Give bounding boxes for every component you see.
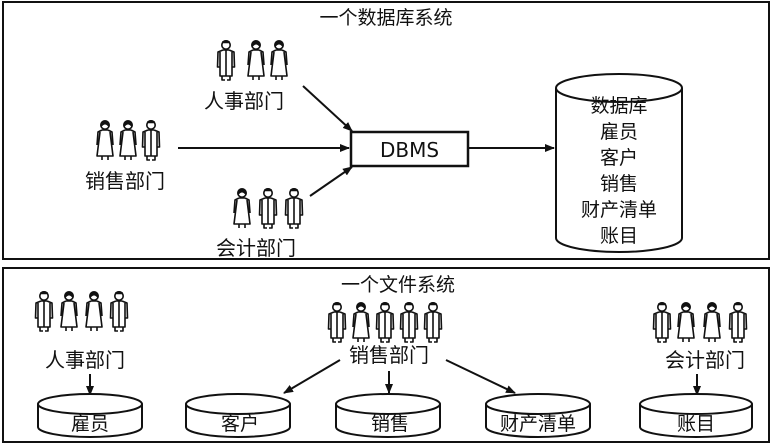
- person-icon: [258, 187, 278, 229]
- person-icon: [327, 301, 347, 343]
- person-icon: [85, 290, 103, 332]
- accounting-to-dbms-arrow: [309, 166, 353, 197]
- accounting-staff-group: [233, 187, 304, 229]
- person-icon: [352, 301, 370, 343]
- person-icon: [652, 301, 672, 343]
- person-icon: [247, 39, 265, 81]
- person-icon: [728, 301, 748, 343]
- database-table-accounts: 账目: [600, 225, 638, 247]
- file-system-frame: [2, 267, 770, 443]
- file-inventory: 财产清单: [485, 393, 591, 438]
- database-table-customers: 客户: [600, 147, 638, 169]
- person-icon: [141, 119, 161, 161]
- person-icon: [703, 301, 721, 343]
- sales-department-label: 销售部门: [85, 169, 165, 193]
- fs-accounting-staff-group: [652, 301, 748, 343]
- file-inventory-label: 财产清单: [500, 413, 576, 435]
- database-table-sales: 销售: [600, 173, 638, 195]
- person-icon: [60, 290, 78, 332]
- database-cylinder: 数据库 雇员 客户 销售 财产清单 账目: [555, 73, 683, 253]
- person-icon: [96, 120, 114, 161]
- accounting-department-label: 会计部门: [216, 236, 296, 260]
- file-system-panel: 一个文件系统 人事部门 销售部门 会计部门: [2, 267, 770, 443]
- fs-accounting-department-label: 会计部门: [665, 348, 745, 372]
- database-title: 数据库: [590, 95, 647, 117]
- dbms-label: DBMS: [380, 138, 439, 162]
- person-icon: [375, 301, 395, 343]
- person-icon: [423, 301, 443, 343]
- file-sales: 销售: [335, 393, 441, 438]
- file-accounts: 账目: [639, 393, 753, 438]
- fs-sales-department-label: 销售部门: [349, 343, 429, 367]
- fs-sales-to-inventory-arrow: [445, 359, 516, 394]
- database-system-panel: 一个数据库系统 人事部门 销售部门 会计部门 DBMS: [2, 1, 770, 260]
- database-system-frame: [2, 1, 770, 260]
- file-system-title: 一个文件系统: [341, 274, 455, 296]
- person-icon: [216, 39, 236, 81]
- file-employees-label: 雇员: [71, 413, 109, 435]
- person-icon: [233, 188, 251, 229]
- fs-sales-to-customers-arrow: [283, 359, 341, 394]
- sales-staff-group: [96, 119, 161, 161]
- fs-hr-staff-group: [34, 290, 129, 332]
- dbms-box: [349, 130, 470, 168]
- file-employees: 雇员: [37, 393, 143, 438]
- database-table-employees: 雇员: [600, 121, 638, 143]
- file-accounts-label: 账目: [677, 413, 715, 435]
- person-icon: [284, 187, 304, 229]
- person-icon: [270, 39, 288, 81]
- person-icon: [109, 290, 129, 332]
- person-icon: [119, 120, 137, 161]
- file-sales-label: 销售: [371, 413, 409, 435]
- hr-staff-group: [216, 39, 288, 81]
- fs-hr-department-label: 人事部门: [45, 348, 125, 372]
- file-customers: 客户: [185, 393, 291, 438]
- fs-sales-staff-group: [327, 301, 443, 343]
- person-icon: [677, 301, 695, 343]
- person-icon: [399, 301, 419, 343]
- hr-to-dbms-arrow: [302, 85, 353, 132]
- hr-department-label: 人事部门: [204, 89, 284, 113]
- database-system-title: 一个数据库系统: [319, 7, 452, 29]
- file-customers-label: 客户: [221, 413, 259, 435]
- person-icon: [34, 290, 54, 332]
- database-table-inventory: 财产清单: [581, 199, 657, 221]
